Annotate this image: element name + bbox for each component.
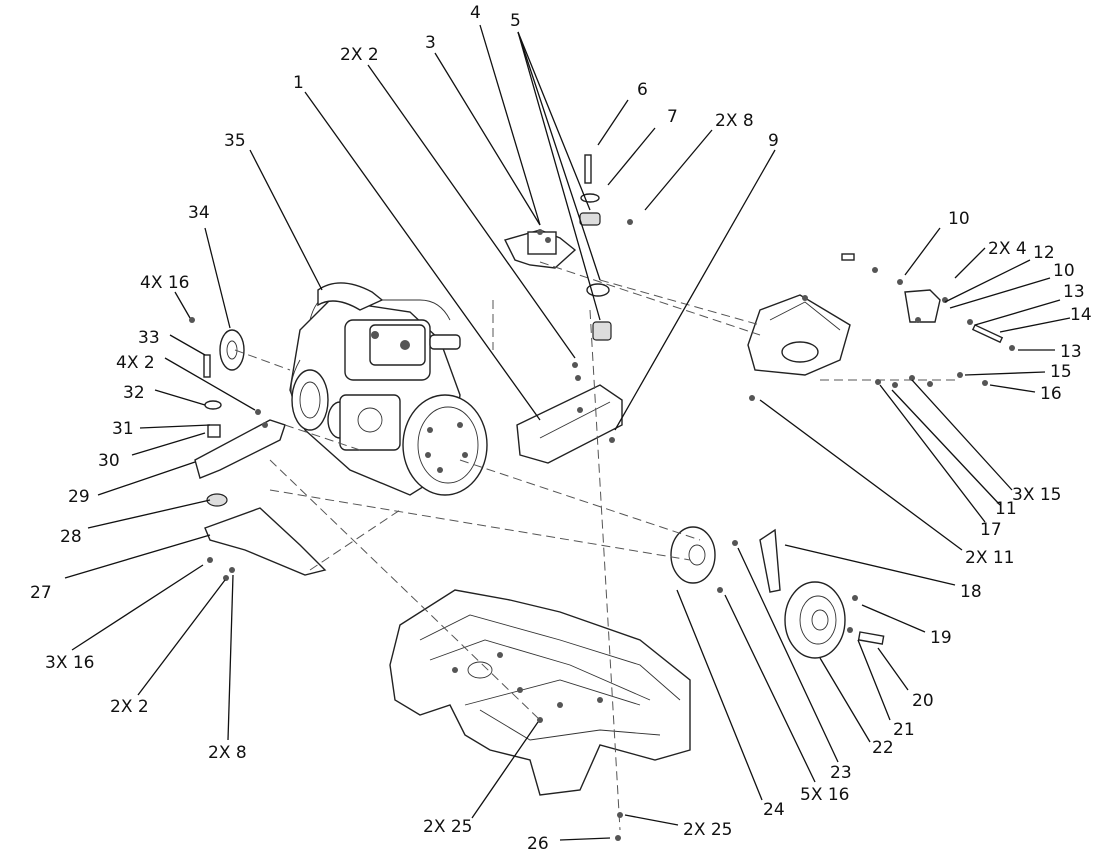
callout-35: 35 [224, 131, 246, 151]
callout-6: 6 [637, 80, 648, 100]
callout-17: 17 [980, 520, 1002, 540]
callout-2x8b: 2X 8 [208, 743, 247, 763]
callout-4x16: 4X 16 [140, 273, 190, 293]
callout-28: 28 [60, 527, 82, 547]
upper-mount-bracket [503, 229, 577, 269]
callout-4: 4 [470, 3, 481, 23]
callout-5: 5 [510, 11, 521, 31]
callout-21: 21 [893, 720, 915, 740]
callout-20: 20 [912, 691, 934, 711]
callout-18: 18 [960, 582, 982, 602]
callout-11: 11 [995, 499, 1017, 519]
callout-labels: 1 2X 2 3 4 5 6 7 2X 8 9 10 2X 4 12 10 13… [30, 3, 1092, 854]
callout-32: 32 [123, 383, 145, 403]
leader-lines [64, 24, 1071, 841]
callout-30: 30 [98, 451, 120, 471]
callout-7: 7 [667, 107, 678, 127]
right-idler-bracket [747, 253, 1015, 401]
callout-1: 1 [293, 73, 304, 93]
callout-9: 9 [768, 131, 779, 151]
alignment-lines [234, 261, 960, 831]
callout-22: 22 [872, 738, 894, 758]
callout-5x16: 5X 16 [800, 785, 850, 805]
engine [289, 282, 488, 496]
chassis-frame [389, 589, 691, 841]
callout-27: 27 [30, 583, 52, 603]
callout-2x8: 2X 8 [715, 111, 754, 131]
callout-19: 19 [930, 628, 952, 648]
callout-12: 12 [1033, 243, 1055, 263]
callout-23: 23 [830, 763, 852, 783]
callout-34: 34 [188, 203, 210, 223]
callout-26: 26 [527, 834, 549, 854]
callout-29: 29 [68, 487, 90, 507]
callout-2x2: 2X 2 [340, 45, 379, 65]
isolator-stack [579, 154, 633, 341]
callout-4x2: 4X 2 [116, 353, 155, 373]
callout-13a: 13 [1063, 282, 1085, 302]
callout-16: 16 [1040, 384, 1062, 404]
center-mount-bar [516, 362, 623, 464]
callout-2x25b: 2X 25 [683, 820, 733, 840]
callout-2x4: 2X 4 [988, 239, 1027, 259]
callout-2x25a: 2X 25 [423, 817, 473, 837]
pulley-assembly [670, 526, 885, 659]
callout-13b: 13 [1060, 342, 1082, 362]
callout-3x15: 3X 15 [1012, 485, 1062, 505]
callout-10a: 10 [948, 209, 970, 229]
callout-3x16: 3X 16 [45, 653, 95, 673]
callout-15: 15 [1050, 362, 1072, 382]
callout-14: 14 [1070, 305, 1092, 325]
callout-10b: 10 [1053, 261, 1075, 281]
callout-3: 3 [425, 33, 436, 53]
callout-2x2b: 2X 2 [110, 697, 149, 717]
callout-31: 31 [112, 419, 134, 439]
callout-24: 24 [763, 800, 785, 820]
callout-33: 33 [138, 328, 160, 348]
callout-2x11: 2X 11 [965, 548, 1015, 568]
